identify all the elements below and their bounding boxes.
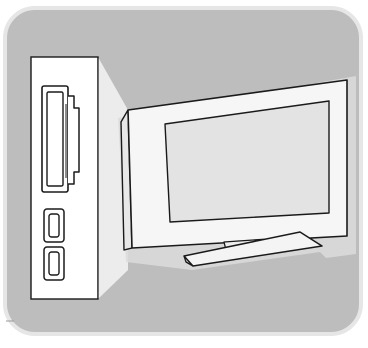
card-slot-connector — [41, 85, 80, 193]
card-slot-bracket — [68, 95, 80, 185]
tv-stand-base — [183, 231, 323, 267]
usb-port-2-slot — [48, 251, 60, 276]
tv-set — [120, 79, 348, 267]
tv-stand-base-edge — [183, 255, 194, 267]
usb-port-2 — [43, 246, 65, 281]
tv-screen — [164, 100, 330, 223]
usb-port-1-slot — [48, 213, 60, 238]
usb-port-1 — [43, 208, 65, 243]
zoom-beam — [98, 57, 128, 299]
card-slot-inner — [46, 91, 64, 187]
